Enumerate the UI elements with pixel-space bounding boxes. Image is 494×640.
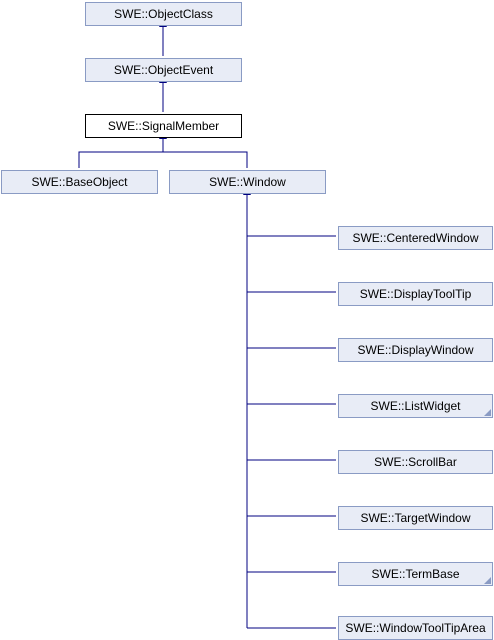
class-node-centeredwindow[interactable]: SWE::CenteredWindow bbox=[338, 226, 493, 250]
class-node-displaywindow[interactable]: SWE::DisplayWindow bbox=[338, 338, 493, 362]
class-node-label: SWE::ListWidget bbox=[370, 399, 461, 413]
class-node-baseobject[interactable]: SWE::BaseObject bbox=[1, 170, 158, 194]
class-node-label: SWE::TargetWindow bbox=[360, 511, 471, 525]
class-node-objectclass[interactable]: SWE::ObjectClass bbox=[85, 2, 242, 26]
edge-baseobject-signalmember bbox=[78, 151, 163, 168]
class-node-label: SWE::ObjectClass bbox=[114, 7, 213, 21]
class-node-label: SWE::DisplayToolTip bbox=[359, 287, 472, 301]
class-node-targetwindow[interactable]: SWE::TargetWindow bbox=[338, 506, 493, 530]
class-node-label: SWE::TermBase bbox=[371, 567, 460, 581]
class-node-scrollbar[interactable]: SWE::ScrollBar bbox=[338, 450, 493, 474]
class-node-label: SWE::SignalMember bbox=[107, 119, 220, 133]
class-node-objectevent[interactable]: SWE::ObjectEvent bbox=[85, 58, 242, 82]
class-node-label: SWE::WindowToolTipArea bbox=[345, 621, 486, 635]
class-node-label: SWE::DisplayWindow bbox=[357, 343, 474, 357]
class-node-window[interactable]: SWE::Window bbox=[169, 170, 326, 194]
class-node-signalmember: SWE::SignalMember bbox=[85, 114, 242, 138]
edge-window-signalmember bbox=[163, 151, 248, 168]
class-node-label: SWE::CenteredWindow bbox=[352, 231, 479, 245]
more-subclasses-icon bbox=[484, 577, 491, 584]
class-node-label: SWE::Window bbox=[209, 175, 286, 189]
class-node-termbase[interactable]: SWE::TermBase bbox=[338, 562, 493, 586]
class-node-label: SWE::ScrollBar bbox=[374, 455, 457, 469]
class-node-displaytooltip[interactable]: SWE::DisplayToolTip bbox=[338, 282, 493, 306]
class-node-label: SWE::BaseObject bbox=[31, 175, 128, 189]
class-node-windowtooltiparea[interactable]: SWE::WindowToolTipArea bbox=[338, 616, 493, 640]
more-subclasses-icon bbox=[484, 409, 491, 416]
class-node-listwidget[interactable]: SWE::ListWidget bbox=[338, 394, 493, 418]
class-node-label: SWE::ObjectEvent bbox=[113, 63, 214, 77]
